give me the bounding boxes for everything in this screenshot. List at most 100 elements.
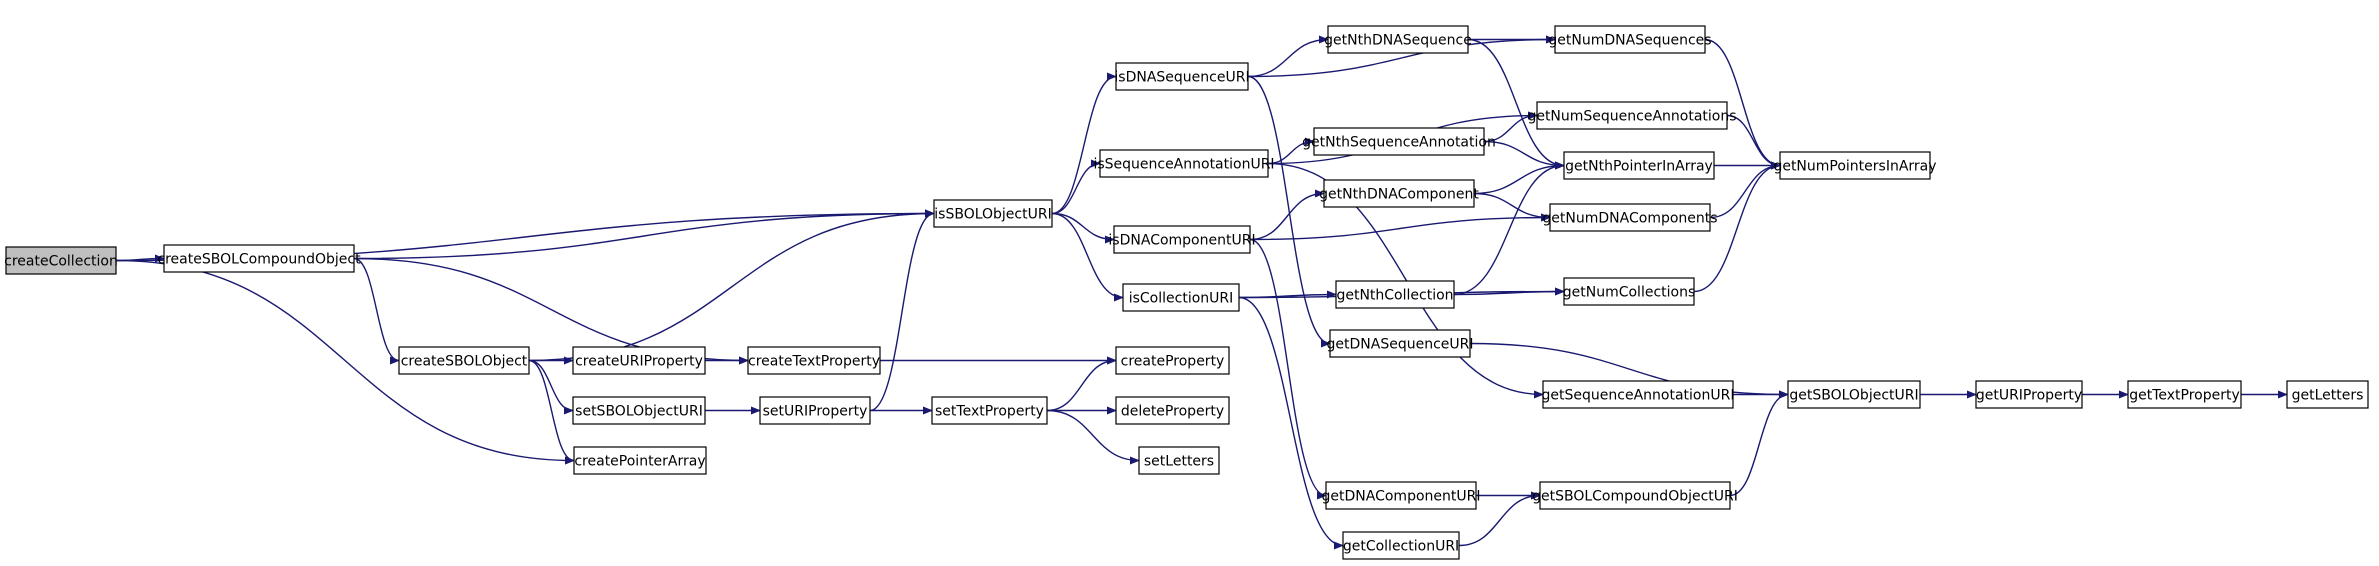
node-box[interactable]	[1325, 481, 1477, 510]
edge-setTextProperty-to-setLetters	[1046, 409, 1140, 465]
node-box[interactable]	[1099, 149, 1269, 178]
node-label: setSBOLObjectURI	[575, 404, 703, 420]
node-isCollectionURI[interactable]: isCollectionURI	[1122, 283, 1240, 312]
node-getNumSequenceAnnotations[interactable]: getNumSequenceAnnotations	[1527, 101, 1737, 130]
node-box[interactable]	[1563, 277, 1695, 306]
node-label: getNthPointerInArray	[1565, 159, 1713, 175]
edge-layer	[115, 35, 2288, 550]
node-createURIProperty[interactable]: createURIProperty	[572, 346, 706, 375]
node-deleteProperty[interactable]: deleteProperty	[1115, 396, 1230, 425]
edge-getNthSequenceAnnotation-to-getNthPointerInArray	[1483, 140, 1565, 170]
node-createSBOLObject[interactable]: createSBOLObject	[398, 346, 530, 375]
node-getNumDNAComponents[interactable]: getNumDNAComponents	[1542, 203, 1718, 232]
node-box[interactable]	[1549, 203, 1711, 232]
node-label: setURIProperty	[763, 404, 868, 420]
node-label: getCollectionURI	[1343, 539, 1459, 555]
node-box[interactable]	[163, 244, 355, 273]
edge-getNthDNASequence-to-getNthPointerInArray	[1467, 38, 1565, 170]
node-createTextProperty[interactable]: createTextProperty	[747, 346, 881, 375]
node-box[interactable]	[1323, 179, 1475, 208]
node-label: getURIProperty	[1976, 388, 2082, 404]
node-label: getSequenceAnnotationURI	[1542, 388, 1735, 404]
node-layer: createCollection createSBOLCompoundObject…	[4, 25, 2369, 560]
node-box[interactable]	[931, 396, 1048, 425]
node-box[interactable]	[1122, 283, 1240, 312]
node-box[interactable]	[1779, 151, 1931, 180]
node-box[interactable]	[1138, 446, 1220, 475]
edge-getNthCollection-to-getNthPointerInArray	[1453, 161, 1565, 296]
node-box[interactable]	[1542, 380, 1734, 409]
node-box[interactable]	[2286, 380, 2369, 409]
node-box[interactable]	[1115, 346, 1230, 375]
node-getCollectionURI[interactable]: getCollectionURI	[1342, 531, 1460, 560]
node-box[interactable]	[1313, 127, 1485, 156]
node-getNthPointerInArray[interactable]: getNthPointerInArray	[1563, 151, 1715, 180]
node-createSBOLCompoundObject[interactable]: createSBOLCompoundObject	[157, 244, 361, 273]
node-label: getLetters	[2292, 388, 2364, 404]
node-box[interactable]	[1787, 380, 1921, 409]
node-getLetters[interactable]: getLetters	[2286, 380, 2369, 409]
edge-isSBOLObjectURI-to-isCollectionURI	[1051, 212, 1124, 302]
node-isSBOLObjectURI[interactable]: isSBOLObjectURI	[933, 199, 1053, 228]
node-label: isSBOLObjectURI	[934, 207, 1051, 223]
node-box[interactable]	[5, 246, 117, 275]
node-box[interactable]	[1342, 531, 1460, 560]
node-getNthCollection[interactable]: getNthCollection	[1335, 280, 1455, 309]
edge-getNumDNAComponents-to-getNumPointersInArray	[1709, 161, 1781, 219]
node-box[interactable]	[1329, 329, 1471, 358]
node-box[interactable]	[933, 199, 1053, 228]
node-label: getNumSequenceAnnotations	[1527, 109, 1736, 125]
node-label: createURIProperty	[575, 354, 703, 370]
node-box[interactable]	[2127, 380, 2242, 409]
node-box[interactable]	[1115, 62, 1249, 91]
node-getSequenceAnnotationURI[interactable]: getSequenceAnnotationURI	[1542, 380, 1735, 409]
node-label: createSBOLCompoundObject	[157, 252, 361, 268]
node-setTextProperty[interactable]: setTextProperty	[931, 396, 1048, 425]
node-getNthDNAComponent[interactable]: getNthDNAComponent	[1319, 179, 1479, 208]
node-getNthSequenceAnnotation[interactable]: getNthSequenceAnnotation	[1302, 127, 1496, 156]
node-getSBOLObjectURI[interactable]: getSBOLObjectURI	[1787, 380, 1921, 409]
node-setURIProperty[interactable]: setURIProperty	[759, 396, 871, 425]
edge-isDNASequenceURI-to-getNthDNASequence	[1247, 35, 1329, 78]
node-isDNAComponentURI[interactable]: isDNAComponentURI	[1108, 225, 1256, 254]
node-box[interactable]	[1115, 396, 1230, 425]
node-box[interactable]	[1975, 380, 2083, 409]
edge-createSBOLCompoundObject-to-createTextProperty	[353, 257, 749, 365]
node-createCollection[interactable]: createCollection	[4, 246, 118, 275]
node-box[interactable]	[1563, 151, 1715, 180]
node-box[interactable]	[572, 396, 706, 425]
node-box[interactable]	[1539, 481, 1731, 510]
node-getNthDNASequence[interactable]: getNthDNASequence	[1324, 25, 1472, 54]
node-createProperty[interactable]: createProperty	[1115, 346, 1230, 375]
node-label: getSBOLCompoundObjectURI	[1532, 489, 1738, 505]
node-isSequenceAnnotationURI[interactable]: isSequenceAnnotationURI	[1093, 149, 1275, 178]
node-getSBOLCompoundObjectURI[interactable]: getSBOLCompoundObjectURI	[1532, 481, 1738, 510]
node-label: createTextProperty	[748, 354, 880, 370]
node-setLetters[interactable]: setLetters	[1138, 446, 1220, 475]
node-box[interactable]	[1536, 101, 1728, 130]
node-getNumCollections[interactable]: getNumCollections	[1563, 277, 1696, 306]
node-box[interactable]	[1113, 225, 1251, 254]
node-label: getNumDNAComponents	[1542, 211, 1717, 227]
node-box[interactable]	[747, 346, 881, 375]
node-box[interactable]	[572, 346, 706, 375]
edge-isSequenceAnnotationURI-to-getSequenceAnnotationURI	[1267, 162, 1544, 399]
node-box[interactable]	[1335, 280, 1455, 309]
node-label: isDNASequenceURI	[1114, 70, 1249, 86]
node-box[interactable]	[759, 396, 871, 425]
node-isDNASequenceURI[interactable]: isDNASequenceURI	[1114, 62, 1250, 91]
node-setSBOLObjectURI[interactable]: setSBOLObjectURI	[572, 396, 706, 425]
edge-getNthDNAComponent-to-getNumDNAComponents	[1473, 192, 1551, 222]
node-getNumDNASequences[interactable]: getNumDNASequences	[1548, 25, 1712, 54]
node-box[interactable]	[1554, 25, 1706, 54]
node-label: createProperty	[1121, 354, 1225, 370]
node-getNumPointersInArray[interactable]: getNumPointersInArray	[1773, 151, 1937, 180]
node-getURIProperty[interactable]: getURIProperty	[1975, 380, 2083, 409]
node-box[interactable]	[1327, 25, 1469, 54]
node-getDNAComponentURI[interactable]: getDNAComponentURI	[1322, 481, 1481, 510]
node-getDNASequenceURI[interactable]: getDNASequenceURI	[1327, 329, 1474, 358]
node-box[interactable]	[398, 346, 530, 375]
node-getTextProperty[interactable]: getTextProperty	[2127, 380, 2242, 409]
node-box[interactable]	[573, 446, 707, 475]
node-createPointerArray[interactable]: createPointerArray	[573, 446, 707, 475]
